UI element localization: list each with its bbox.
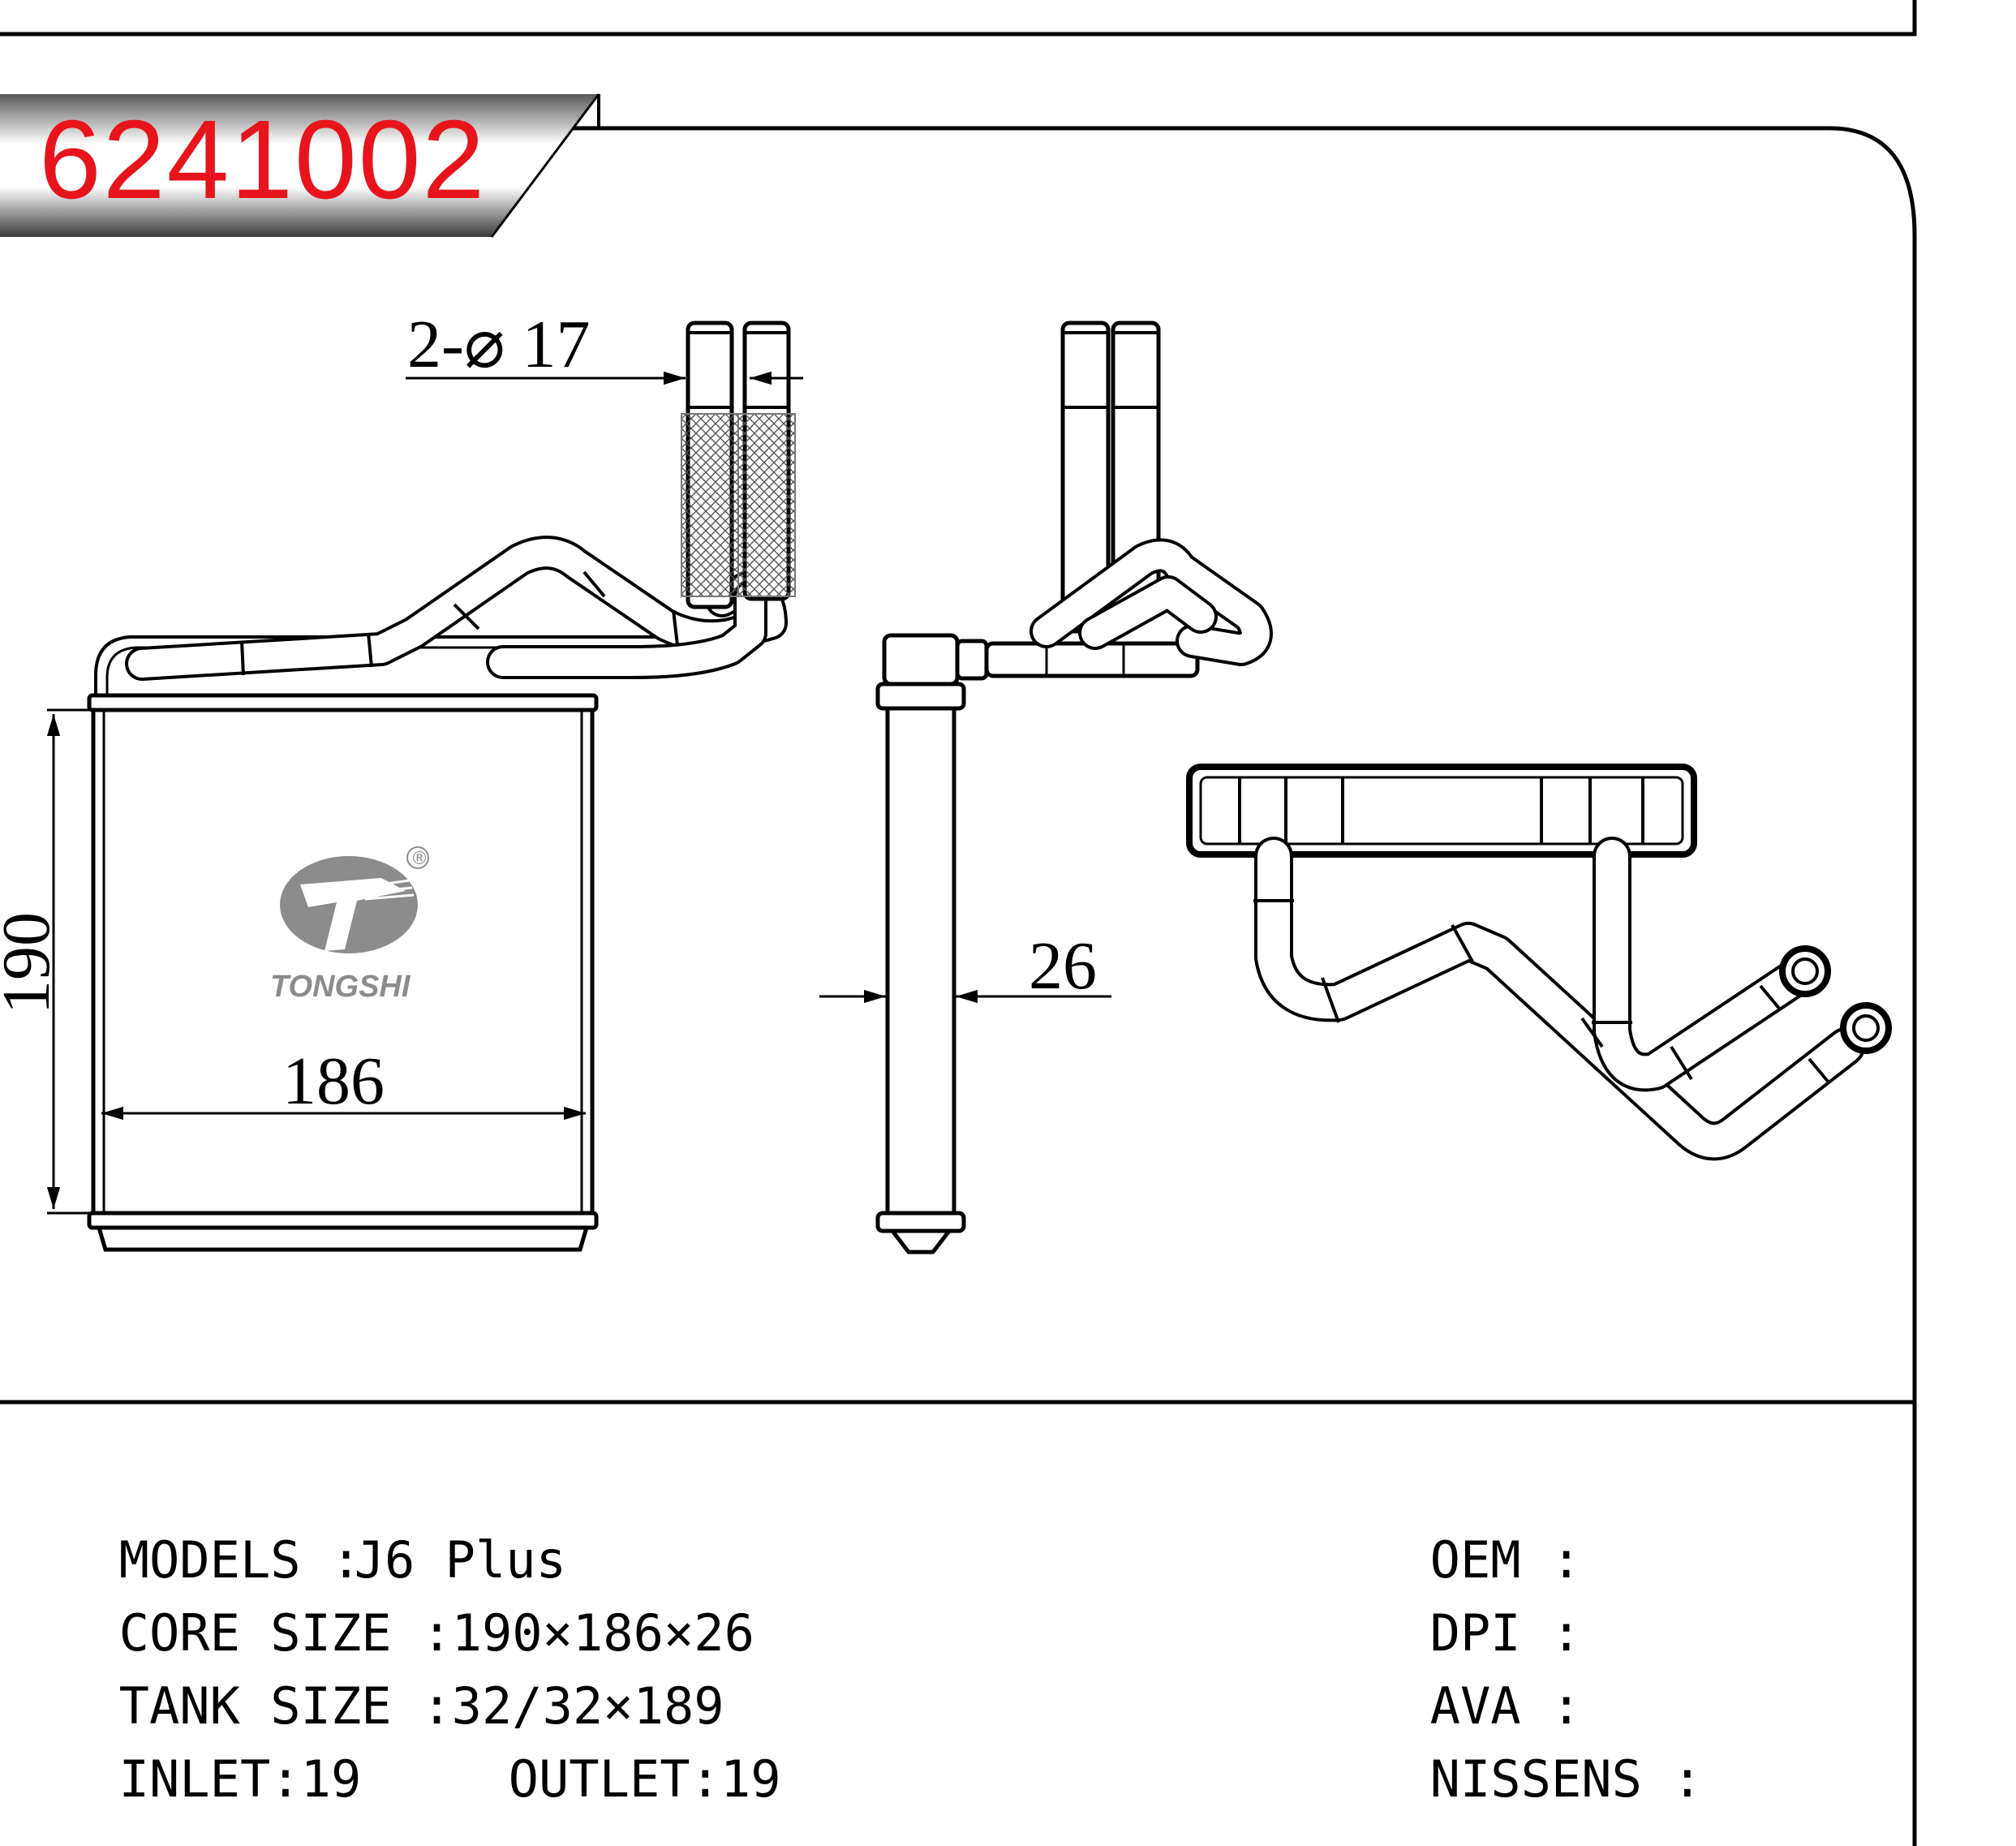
spec-nissens: NISSENS : xyxy=(1369,1704,1703,1805)
label-inlet-diameter: 2-⌀ 17 xyxy=(407,307,591,382)
part-number: 6241002 xyxy=(39,97,487,222)
spec-oem-label: OEM : xyxy=(1429,1530,1582,1590)
spec-ava-label: AVA : xyxy=(1429,1676,1582,1736)
spec-core-size-label: CORE SIZE : xyxy=(118,1603,453,1663)
spec-outlet: OUTLET:19 xyxy=(448,1704,781,1805)
brand-name: TONGSHI xyxy=(270,970,411,1004)
sheet-frame xyxy=(0,0,1917,1846)
spec-core-size: CORE SIZE :190×186×26 xyxy=(58,1558,754,1659)
dim-height xyxy=(46,708,91,1215)
spec-tank-size: TANK SIZE :32/32×189 xyxy=(58,1631,724,1732)
spec-models-value: J6 Plus xyxy=(354,1530,566,1590)
spec-models: MODELS :J6 Plus xyxy=(58,1485,566,1586)
label-width: 186 xyxy=(282,1043,385,1119)
front-view xyxy=(87,321,796,1252)
spec-outlet-value: 19 xyxy=(720,1749,781,1809)
spec-dpi: DPI : xyxy=(1369,1558,1582,1663)
part-number-banner xyxy=(0,93,600,238)
spec-dpi-label: DPI : xyxy=(1429,1603,1582,1663)
spec-tank-size-value: 32/32×189 xyxy=(451,1676,724,1736)
spec-inlet-label: INLET: xyxy=(118,1749,301,1809)
label-height: 190 xyxy=(0,912,64,1014)
spec-oem: OEM : xyxy=(1369,1485,1582,1590)
spec-ava: AVA : xyxy=(1369,1631,1582,1736)
top-view xyxy=(1186,764,1892,1161)
spec-tank-size-label: TANK SIZE : xyxy=(118,1676,453,1736)
spec-inlet: INLET:19 xyxy=(58,1704,362,1805)
spec-inlet-value: 19 xyxy=(300,1749,362,1809)
tongshi-logo xyxy=(280,846,429,953)
spec-nissens-label: NISSENS : xyxy=(1429,1749,1703,1809)
side-view xyxy=(875,321,1273,1254)
registered-mark: ® xyxy=(411,849,428,869)
label-depth: 26 xyxy=(1029,928,1097,1004)
spec-outlet-label: OUTLET: xyxy=(508,1749,720,1809)
spec-core-size-value: 190×186×26 xyxy=(451,1603,754,1663)
